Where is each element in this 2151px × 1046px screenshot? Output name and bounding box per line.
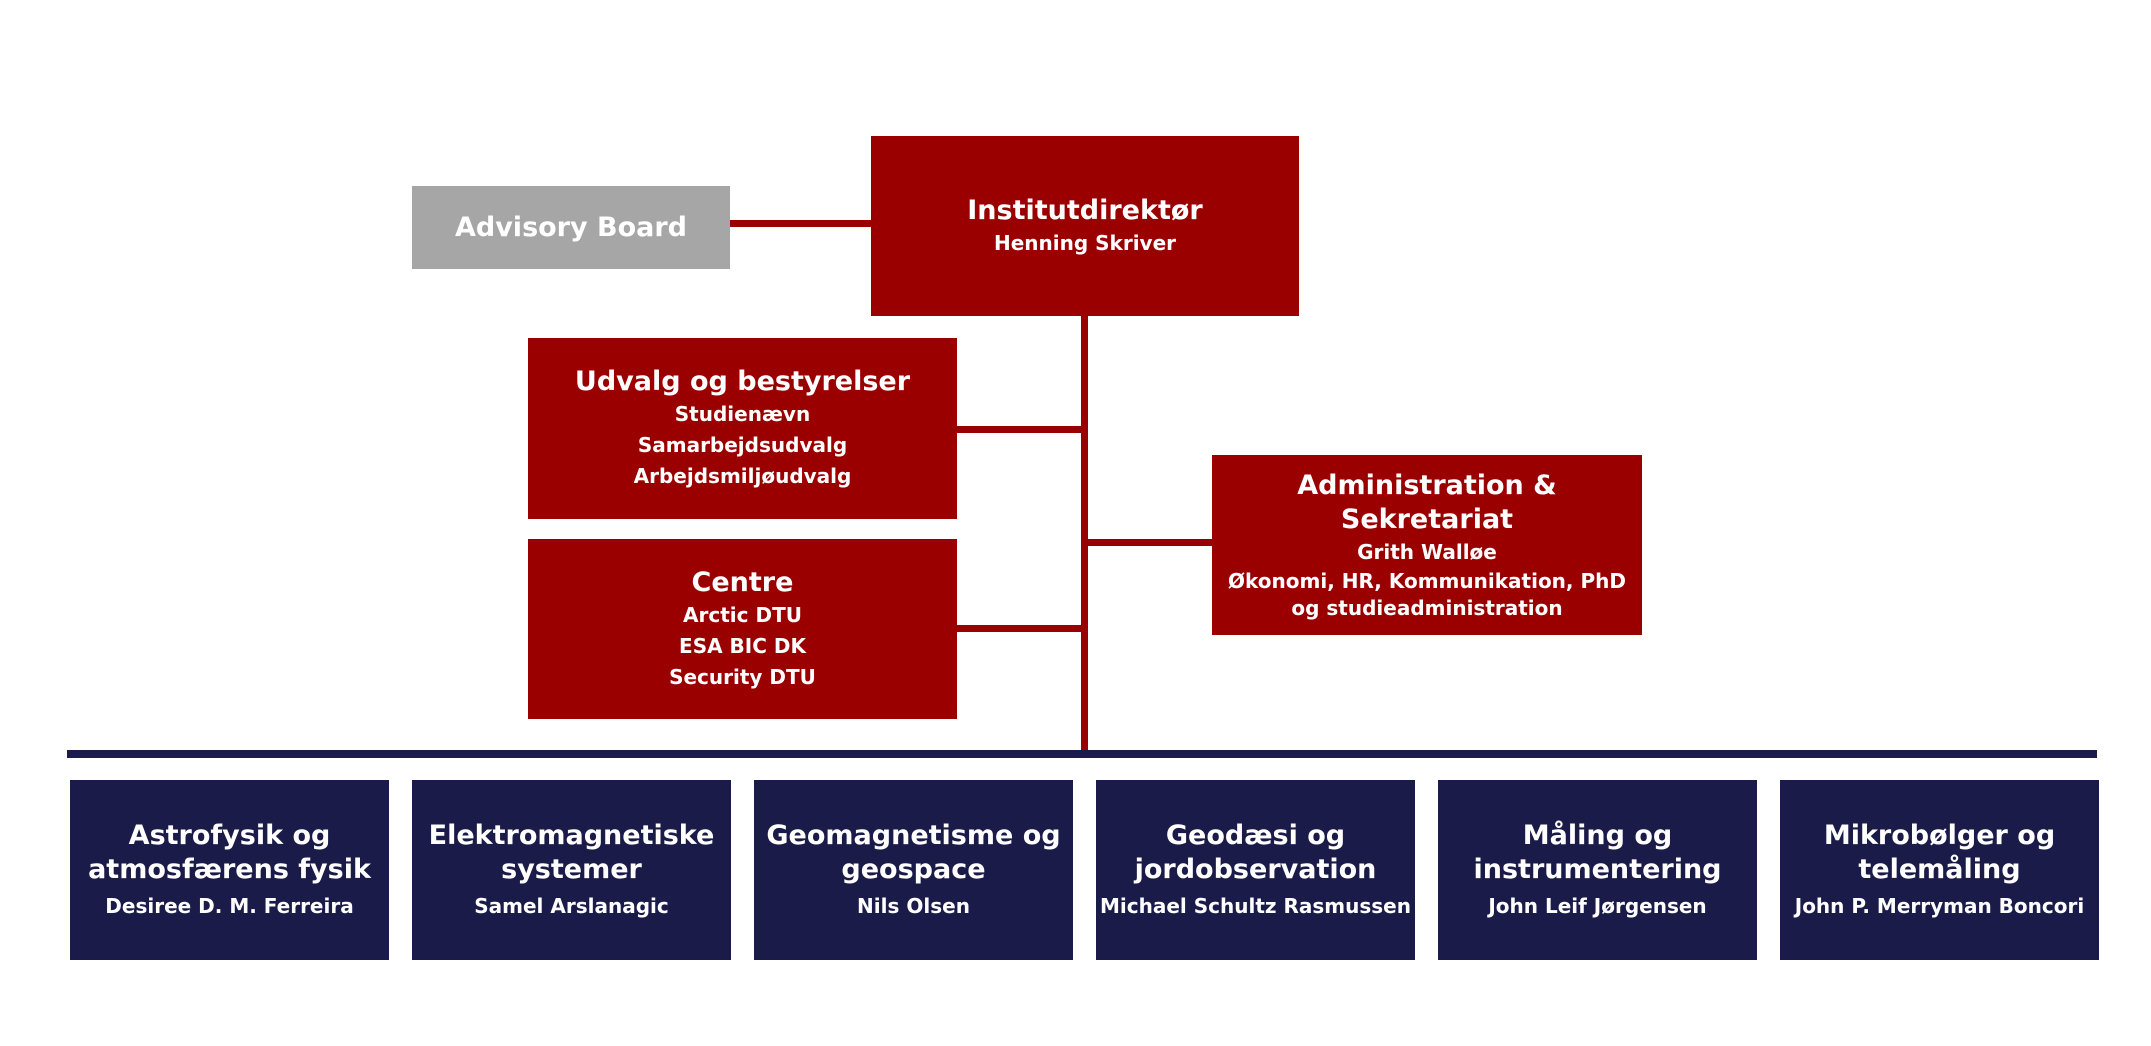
department-title: Måling og instrumentering bbox=[1473, 819, 1722, 885]
director-box: Institutdirektør Henning Skriver bbox=[871, 136, 1299, 316]
centres-title: Centre bbox=[691, 566, 794, 598]
department-title: Mikrobølger og telemåling bbox=[1823, 819, 2056, 885]
centre-item: ESA BIC DK bbox=[679, 633, 806, 658]
connector-administration bbox=[1084, 539, 1213, 546]
centre-item: Security DTU bbox=[669, 664, 816, 689]
connector-centres bbox=[956, 625, 1085, 632]
department-box: Geodæsi og jordobservation Michael Schul… bbox=[1096, 780, 1415, 960]
department-title: Astrofysik og atmosfærens fysik bbox=[88, 819, 371, 885]
department-box: Måling og instrumentering John Leif Jørg… bbox=[1438, 780, 1757, 960]
departments-divider bbox=[67, 750, 2097, 758]
department-head: John Leif Jørgensen bbox=[1488, 893, 1707, 918]
advisory-board-box: Advisory Board bbox=[412, 186, 730, 269]
department-title: Geomagnetisme og geospace bbox=[766, 819, 1061, 885]
department-box: Elektromagnetiske systemer Samel Arslana… bbox=[412, 780, 731, 960]
administration-box: Administration & Sekretariat Grith Wallø… bbox=[1212, 455, 1642, 635]
centres-box: Centre Arctic DTU ESA BIC DK Security DT… bbox=[528, 539, 957, 719]
administration-name: Grith Walløe bbox=[1357, 539, 1497, 564]
director-name: Henning Skriver bbox=[993, 230, 1177, 255]
committees-box: Udvalg og bestyrelser Studienævn Samarbe… bbox=[528, 338, 957, 519]
committee-item: Studienævn bbox=[674, 402, 811, 426]
department-box: Mikrobølger og telemåling John P. Merrym… bbox=[1780, 780, 2099, 960]
department-head: Samel Arslanagic bbox=[474, 893, 669, 918]
department-title: Elektromagnetiske systemer bbox=[428, 819, 715, 885]
department-head: Nils Olsen bbox=[857, 893, 970, 918]
department-title: Geodæsi og jordobservation bbox=[1134, 819, 1377, 885]
administration-title: Administration & Sekretariat bbox=[1297, 469, 1557, 535]
department-box: Astrofysik og atmosfærens fysik Desiree … bbox=[70, 780, 389, 960]
department-head: Desiree D. M. Ferreira bbox=[105, 893, 354, 918]
administration-description: Økonomi, HR, Kommunikation, PhD og studi… bbox=[1228, 568, 1626, 620]
committee-item: Arbejdsmiljøudvalg bbox=[633, 464, 852, 488]
department-box: Geomagnetisme og geospace Nils Olsen bbox=[754, 780, 1073, 960]
committees-title: Udvalg og bestyrelser bbox=[574, 366, 911, 397]
department-head: John P. Merryman Boncori bbox=[1794, 893, 2085, 918]
advisory-board-label: Advisory Board bbox=[454, 211, 687, 243]
connector-main-vertical bbox=[1081, 316, 1088, 752]
connector-advisory-director bbox=[729, 220, 873, 227]
connector-committees bbox=[956, 426, 1085, 433]
department-head: Michael Schultz Rasmussen bbox=[1100, 893, 1411, 918]
centre-item: Arctic DTU bbox=[683, 602, 802, 627]
committee-item: Samarbejdsudvalg bbox=[637, 433, 848, 457]
director-title: Institutdirektør bbox=[967, 194, 1203, 226]
